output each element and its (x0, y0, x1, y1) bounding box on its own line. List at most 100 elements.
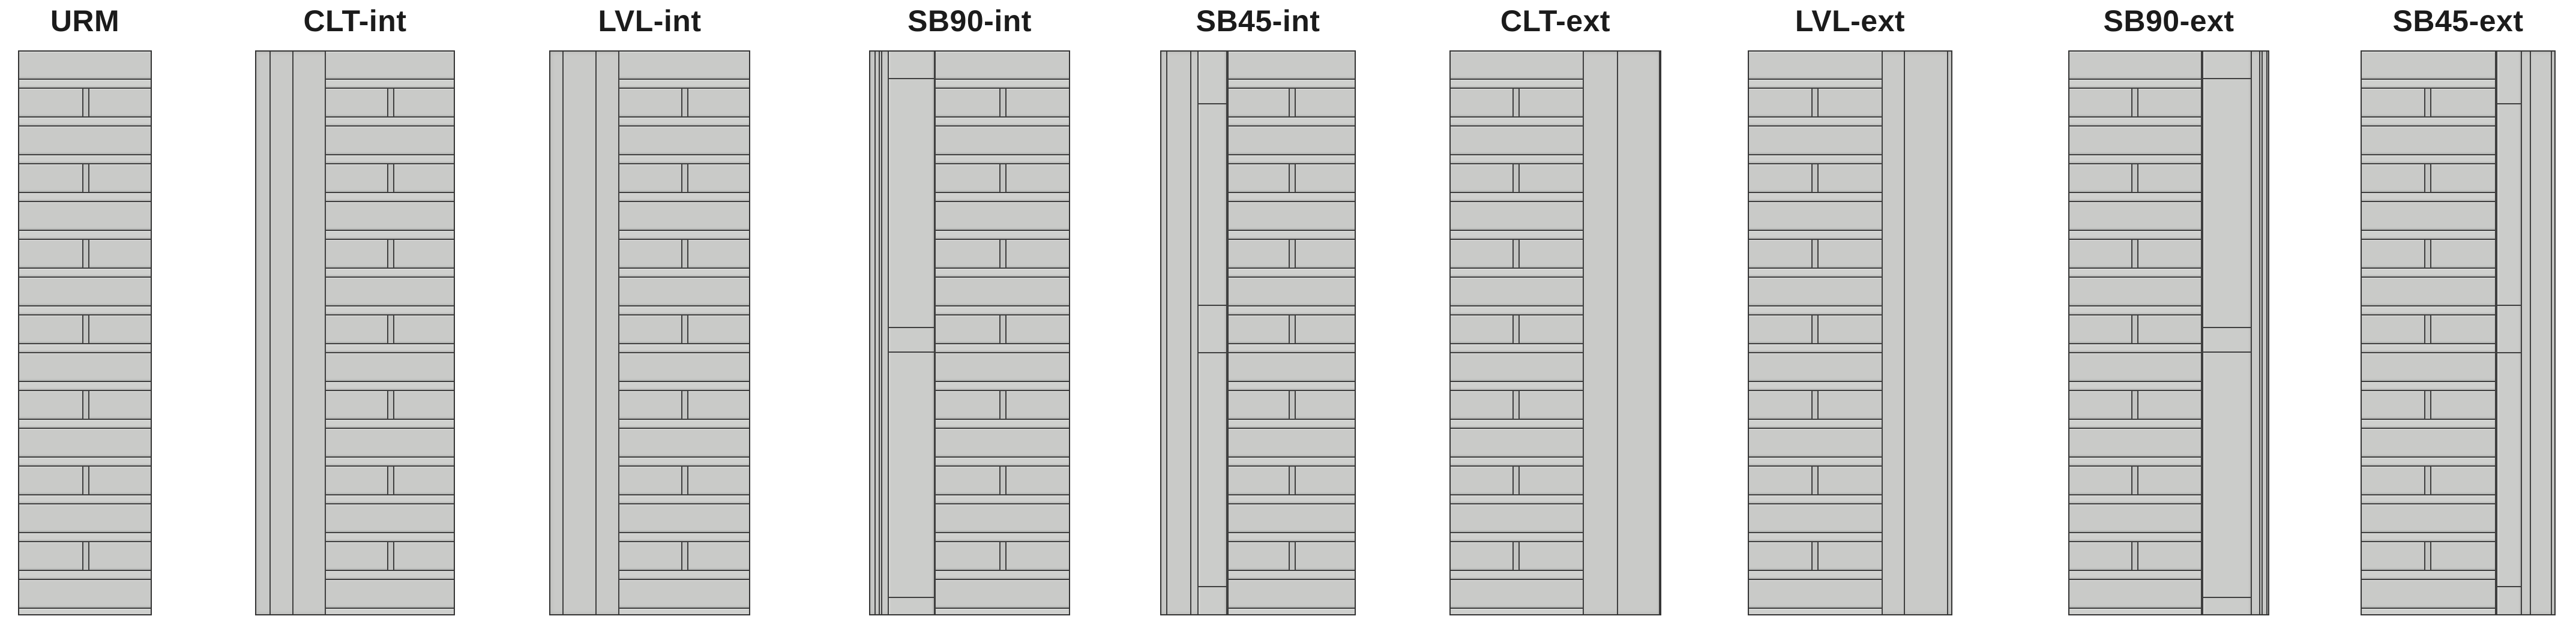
panel-lamination-line (1617, 52, 1618, 614)
mortar-bed-band (619, 381, 749, 390)
brick-header-course (1749, 314, 1882, 343)
mortar-bed-band (1229, 305, 1355, 314)
brick-header-course (19, 465, 151, 494)
mortar-bed-band (936, 154, 1069, 163)
mortar-bed-band (326, 570, 454, 579)
brick-header-course (1229, 314, 1355, 343)
brick-stretcher-course (2069, 503, 2201, 532)
mortar-bed-band (1451, 192, 1583, 201)
brick-stretcher-course (2362, 125, 2495, 154)
mortar-bed-band (1229, 494, 1355, 503)
brick-header-course (2362, 314, 2495, 343)
mortar-bed-band (1229, 343, 1355, 352)
head-joint (1811, 391, 1819, 419)
brick-header-course (326, 314, 454, 343)
head-joint (681, 316, 688, 343)
head-joint (2131, 467, 2138, 494)
head-joint (2131, 542, 2138, 570)
head-joint (82, 240, 89, 268)
mortar-bed-band (936, 305, 1069, 314)
brick-header-course (1229, 390, 1355, 419)
brick-stretcher-course (619, 125, 749, 154)
mortar-bed-band (326, 268, 454, 277)
brick-stretcher-course (2069, 201, 2201, 230)
mortar-bed-band (19, 343, 151, 352)
brick-header-course (19, 541, 151, 570)
head-joint (1289, 164, 1296, 192)
mortar-bed-band (1229, 79, 1355, 88)
brick-header-course (1451, 163, 1583, 192)
mortar-bed-band (1451, 79, 1583, 88)
brick-header-course (2362, 239, 2495, 268)
head-joint (999, 542, 1007, 570)
brick-stretcher-course (619, 52, 749, 79)
mortar-bed-band (1451, 154, 1583, 163)
head-joint (1289, 240, 1296, 268)
head-joint (1289, 391, 1296, 419)
brick-stretcher-course (619, 428, 749, 456)
wall-title-sb45-int: SB45-int (1196, 4, 1320, 38)
mortar-bed-band (19, 532, 151, 541)
head-joint (1512, 391, 1520, 419)
brick-header-course (1749, 88, 1882, 116)
head-joint (1512, 164, 1520, 192)
wall-sb90-int (869, 50, 1070, 615)
mortar-bed-band (2069, 456, 2201, 465)
brick-header-course (2069, 88, 2201, 116)
mortar-bed-band (19, 494, 151, 503)
wall-sb45-ext (2361, 50, 2556, 615)
brick-stretcher-course (1229, 125, 1355, 154)
brick-header-course (1451, 541, 1583, 570)
panel-lamination-line (2530, 52, 2531, 614)
brick-stretcher-course (1749, 428, 1882, 456)
mortar-bed-band (936, 570, 1069, 579)
mortar-bed-band (326, 192, 454, 201)
mortar-bed-band (2362, 419, 2495, 428)
mortar-bed-band (619, 79, 749, 88)
mortar-bed-band (2362, 494, 2495, 503)
wall-title-sb90-int: SB90-int (907, 4, 1032, 38)
head-joint (387, 164, 394, 192)
mortar-bed-band (2069, 494, 2201, 503)
head-joint (2424, 240, 2431, 268)
brick-stretcher-course (619, 352, 749, 381)
brick-stretcher-course (19, 503, 151, 532)
brick-stretcher-course (936, 428, 1069, 456)
brick-header-course (619, 390, 749, 419)
strongback-splice-joint (2203, 351, 2251, 353)
head-joint (2131, 391, 2138, 419)
brick-header-course (1749, 163, 1882, 192)
brick-header-course (2069, 541, 2201, 570)
head-joint (1289, 89, 1296, 116)
head-joint (681, 391, 688, 419)
brick-stretcher-course (1229, 428, 1355, 456)
head-joint (1512, 467, 1520, 494)
mortar-bed-band (326, 305, 454, 314)
brick-stretcher-course (619, 277, 749, 305)
head-joint (387, 89, 394, 116)
wall-title-sb45-ext: SB45-ext (2392, 4, 2524, 38)
brick-header-course (1451, 239, 1583, 268)
mortar-bed-band (2362, 268, 2495, 277)
head-joint (1811, 164, 1819, 192)
brick-stretcher-course (326, 201, 454, 230)
head-joint (1512, 89, 1520, 116)
mortar-bed-band (326, 343, 454, 352)
mortar-bed-band (1749, 419, 1882, 428)
strongback-member (2496, 52, 2522, 614)
mortar-bed-band (1749, 116, 1882, 125)
mortar-bed-band (2362, 192, 2495, 201)
strongback-member (888, 52, 935, 614)
mortar-bed-band (2069, 419, 2201, 428)
panel-lamination-line (2266, 52, 2268, 614)
brick-header-course (326, 239, 454, 268)
brick-stretcher-course (1451, 503, 1583, 532)
mortar-bed-band (19, 268, 151, 277)
panel-lamination-line (1166, 52, 1167, 614)
mortar-bed-band (2069, 230, 2201, 239)
head-joint (1512, 316, 1520, 343)
mortar-bed-band (1451, 230, 1583, 239)
brick-stretcher-course (1229, 579, 1355, 608)
brick-stretcher-course (1451, 277, 1583, 305)
brick-header-course (19, 390, 151, 419)
